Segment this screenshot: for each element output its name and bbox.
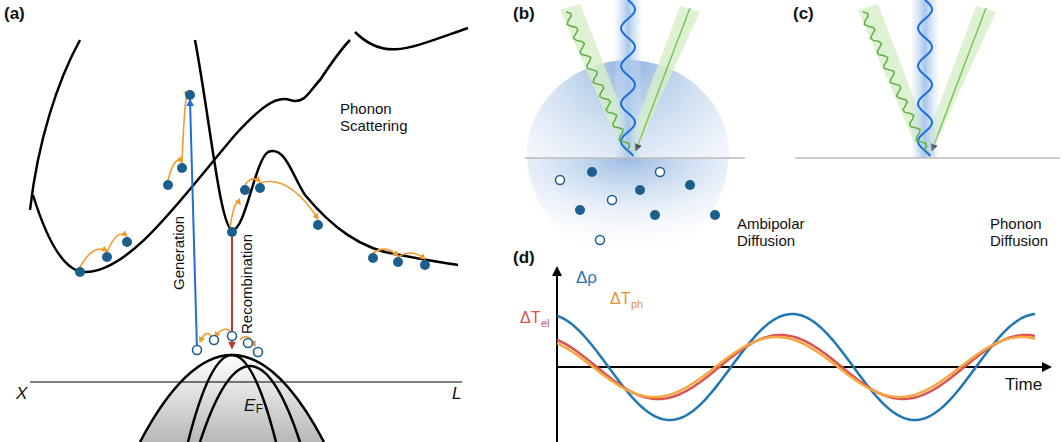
k-point: L [452,384,461,404]
signal-curve [557,314,1035,420]
k-point: X [16,384,27,404]
electron [685,180,695,190]
electron [650,210,660,220]
process-label: Phonon Scattering [340,100,420,135]
signal-label: ΔT [520,309,540,327]
electron [75,267,85,277]
phonon-arrow [398,253,425,259]
electron [227,227,237,237]
hole [210,336,219,345]
panel-label: (b) [513,4,535,24]
axis-label: Time [1005,375,1042,395]
process-label: Generation [170,216,187,290]
hole [254,348,263,357]
electron [575,205,585,215]
phonon-arrow [230,202,240,227]
hole [244,339,253,348]
subscript: el [541,317,550,330]
electron [102,252,112,262]
electron [393,257,403,267]
electron [122,237,132,247]
subscript: F [256,403,263,417]
electron [163,180,173,190]
hole [556,176,565,185]
electron [368,253,378,263]
region-label: Ambipolar Diffusion [737,215,817,250]
electron [710,210,720,220]
signal-label: Δρ [576,268,597,288]
electron [255,183,265,193]
hole [228,332,237,341]
hole [608,196,617,205]
signal-curve [557,337,1035,397]
phonon-arrow [260,182,318,220]
panel-label: (a) [4,4,25,24]
electron [240,185,250,195]
process-label: Recombination [238,234,255,334]
panel-label: (c) [793,4,814,24]
signal-curve [557,335,1035,399]
region-label: Phonon Diffusion [990,215,1060,250]
subscript: ph [631,298,643,311]
electron [587,167,597,177]
hole [193,346,202,355]
pump-wave [863,12,927,151]
hole [656,168,665,177]
electron [185,90,195,100]
hole [596,236,605,245]
signal-label: ΔT [610,290,630,308]
phonon-arrow [182,95,188,163]
electron [635,185,645,195]
electron [177,163,187,173]
electron [313,220,323,230]
panel-label: (d) [513,248,535,268]
electron [420,260,430,270]
pump-wave [566,12,630,151]
energy-symbol: E [244,396,255,416]
